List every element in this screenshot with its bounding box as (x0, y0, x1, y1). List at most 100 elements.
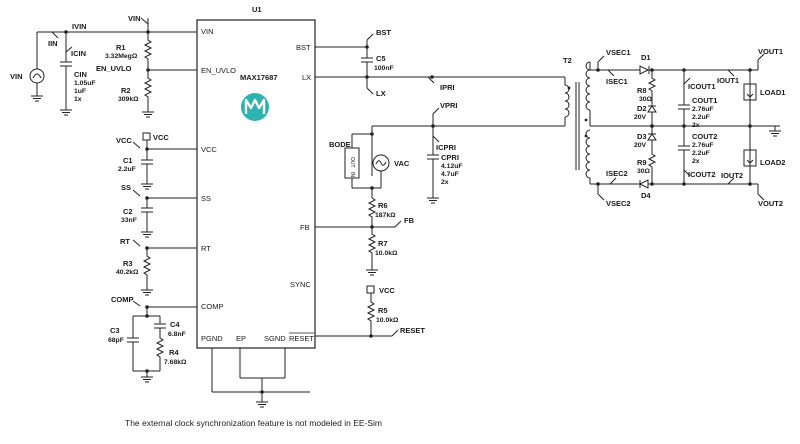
c2-v0: 33nF (121, 217, 137, 224)
label-vpri: VPRI (440, 101, 458, 110)
cout1-v0: 2.76uF (692, 106, 714, 113)
label-load1: LOAD1 (760, 88, 785, 97)
label-load2: LOAD2 (760, 158, 785, 167)
bode-in-label: IN (349, 172, 355, 177)
cout2-ref: COUT2 (692, 132, 717, 141)
load1-icon (743, 83, 757, 101)
label-isec2: ISEC2 (606, 169, 628, 178)
r4-ref: R4 (169, 348, 179, 357)
label-fb: FB (404, 216, 415, 225)
pin-sync: SYNC (290, 280, 311, 289)
maxim-logo-icon (241, 93, 269, 121)
label-rt: RT (120, 237, 130, 246)
pin-en-uvlo: EN_UVLO (201, 66, 236, 75)
r5-ref: R5 (378, 306, 388, 315)
cout1-v2: 2x (692, 122, 700, 129)
c1-ref: C1 (123, 156, 133, 165)
label-comp: COMP (111, 295, 134, 304)
ic-part: MAX17687 (240, 73, 278, 82)
c3-ref: C3 (110, 326, 120, 335)
c2-ref: C2 (123, 207, 133, 216)
pin-ep: EP (236, 334, 246, 343)
label-ipri: IPRI (440, 83, 455, 92)
r9-ref: R9 (637, 158, 647, 167)
cout2-v0: 2.76uF (692, 142, 714, 149)
r1-ref: R1 (116, 43, 126, 52)
bode-out-label: OUT (349, 157, 355, 168)
r3-v0: 40.2kΩ (116, 269, 139, 276)
label-vcc-r5: VCC (379, 286, 395, 295)
r6-ref: R6 (378, 201, 388, 210)
c5-v0: 100nF (374, 65, 394, 72)
r2-v0: 309kΩ (118, 96, 139, 103)
d2-v: 20V (634, 114, 647, 121)
cin-v1: 1uF (74, 88, 86, 95)
label-d4: D4 (641, 191, 651, 200)
cout2-v2: 2x (692, 158, 700, 165)
label-ivin: IVIN (72, 22, 87, 31)
cpri-v0: 4.12uF (441, 163, 463, 170)
r3-ref: R3 (123, 259, 133, 268)
pin-fb: FB (300, 223, 310, 232)
label-d2: D2 (637, 104, 647, 113)
label-vout1: VOUT1 (758, 47, 783, 56)
r8-ref: R8 (637, 86, 647, 95)
label-d3: D3 (637, 132, 647, 141)
r6-v0: 187kΩ (375, 212, 396, 219)
label-icpri: ICPRI (436, 143, 456, 152)
cin-v0: 1.05uF (74, 80, 96, 87)
r7-v0: 10.0kΩ (375, 250, 398, 257)
label-t2: T2 (563, 56, 572, 65)
label-icout1: ICOUT1 (688, 82, 716, 91)
cin-ref: CIN (74, 70, 87, 79)
footnote: The external clock synchronization featu… (125, 418, 383, 428)
r1-v0: 3.32MegΩ (105, 53, 138, 60)
r7-ref: R7 (378, 239, 388, 248)
label-en-uvlo: EN_UVLO (96, 64, 132, 73)
label-iin: IIN (48, 39, 58, 48)
label-d1: D1 (641, 53, 651, 62)
label-vout2: VOUT2 (758, 199, 783, 208)
label-bst: BST (376, 28, 391, 37)
label-vin-src: VIN (10, 72, 23, 81)
label-vcc-flag: VCC (153, 133, 169, 142)
pin-sgnd: SGND (264, 334, 286, 343)
ic-u1-box (196, 19, 316, 349)
cout1-v1: 2.2uF (692, 114, 710, 121)
label-lx: LX (376, 89, 386, 98)
r4-v0: 7.68kΩ (164, 359, 187, 366)
c5-ref: C5 (376, 54, 386, 63)
cout1-ref: COUT1 (692, 96, 717, 105)
label-isec1: ISEC1 (606, 77, 628, 86)
label-ss: SS (121, 183, 131, 192)
cin-v2: 1x (74, 96, 82, 103)
cpri-v1: 4.7uF (441, 171, 459, 178)
label-iout1: IOUT1 (717, 76, 739, 85)
label-vsec2: VSEC2 (606, 199, 631, 208)
pin-pgnd: PGND (201, 334, 223, 343)
pin-ss: SS (201, 194, 211, 203)
label-bode: BODE (329, 140, 351, 149)
r2-ref: R2 (121, 86, 131, 95)
label-icout2: ICOUT2 (688, 170, 716, 179)
pin-rt: RT (201, 244, 211, 253)
r8-v0: 30Ω (639, 96, 653, 103)
vin-source-icon (29, 68, 45, 84)
label-vcc-left: VCC (116, 136, 132, 145)
label-vac: VAC (394, 159, 410, 168)
cpri-v2: 2x (441, 179, 449, 186)
pin-bst: BST (296, 43, 311, 52)
label-reset: RESET (400, 326, 425, 335)
cpri-ref: CPRI (441, 153, 459, 162)
cout2-v1: 2.2uF (692, 150, 710, 157)
r9-v0: 30Ω (637, 168, 651, 175)
ic-ref: U1 (252, 5, 262, 14)
pin-comp: COMP (201, 302, 224, 311)
load2-icon (743, 149, 757, 167)
pin-lx: LX (302, 73, 311, 82)
pin-reset: RESET (289, 334, 314, 343)
c4-ref: C4 (170, 320, 180, 329)
c4-v0: 6.8nF (168, 331, 186, 338)
label-vin-top: VIN (128, 14, 141, 23)
